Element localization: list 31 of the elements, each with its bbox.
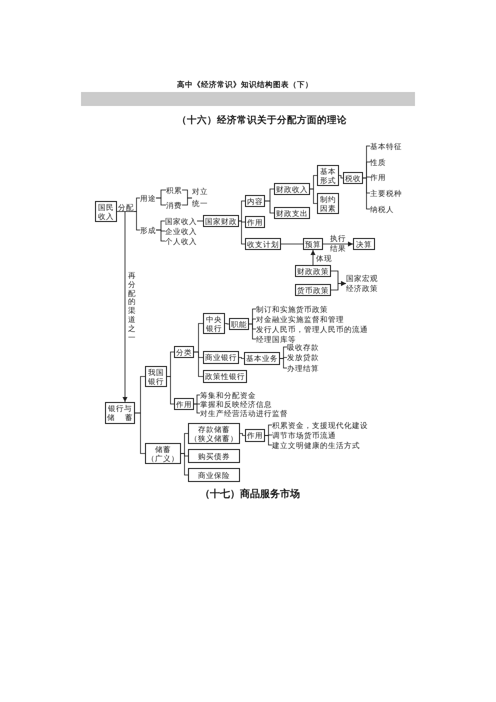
connector-line [196,220,204,222]
connector-line [134,412,146,454]
connector-line [238,357,244,359]
connector-line [156,230,166,242]
arrow [330,281,346,290]
connector-line [194,394,200,404]
arrow [322,242,354,246]
connector-line [182,198,192,206]
connector-line [240,433,246,436]
connector-line [180,453,188,476]
connector-line [238,200,246,222]
connector-line [264,200,274,214]
arrow [310,250,316,266]
connector-line [280,358,288,368]
connector-line [248,324,256,340]
section-heading: （十六）经济常识关于分配方面的理论 [177,116,347,128]
connector-line [166,376,174,404]
connector-line [156,198,166,206]
connector-line [134,211,140,230]
connector-line [310,188,318,204]
connector-line [362,178,370,210]
connector-line [116,211,134,212]
connector-line [238,220,246,244]
connector-line [194,352,204,377]
arrow [122,211,128,402]
section-heading: （十七）商品服务市场 [200,489,300,501]
connector-line [134,198,140,212]
connector-line [338,175,344,178]
connector-line [194,404,200,414]
connector-line [224,323,230,324]
connector-line [264,435,272,446]
